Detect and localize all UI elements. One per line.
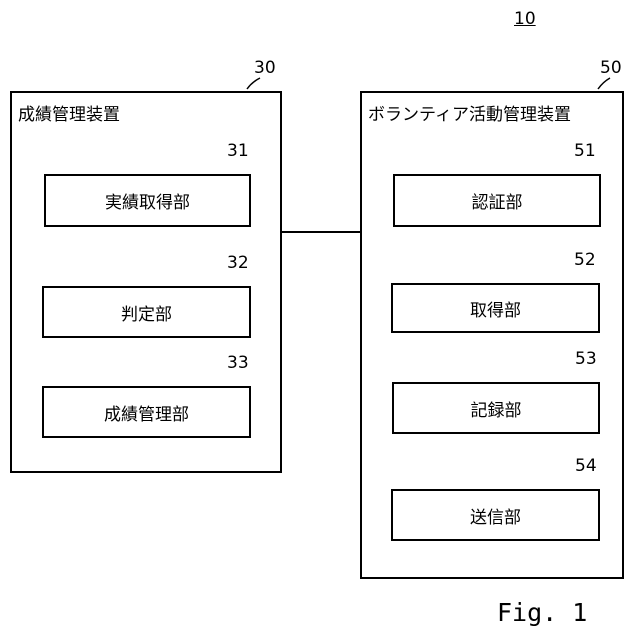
acquisition-unit-label: 取得部	[470, 296, 521, 321]
authentication-unit-box: 認証部	[393, 174, 601, 227]
judgment-unit-box: 判定部	[42, 286, 251, 338]
volunteer-activity-management-device-title: ボランティア活動管理装置	[368, 100, 571, 125]
leader-50	[598, 78, 610, 89]
recording-unit-ref: 53	[575, 351, 597, 368]
grade-management-unit-ref: 33	[227, 355, 249, 372]
grade-management-unit-label: 成績管理部	[104, 400, 189, 425]
recording-unit-box: 記録部	[392, 382, 600, 434]
grade-management-device-title: 成績管理装置	[18, 100, 120, 125]
authentication-unit-ref: 51	[574, 143, 596, 160]
performance-acquisition-unit-ref: 31	[227, 143, 249, 160]
grade-management-unit-box: 成績管理部	[42, 386, 251, 438]
leader-30	[247, 78, 260, 89]
grade-management-device-ref: 30	[254, 60, 276, 77]
transmission-unit-box: 送信部	[391, 489, 600, 541]
judgment-unit-label: 判定部	[121, 300, 172, 325]
acquisition-unit-ref: 52	[574, 252, 596, 269]
transmission-unit-label: 送信部	[470, 503, 521, 528]
volunteer-activity-management-device-ref: 50	[600, 60, 622, 77]
performance-acquisition-unit-box: 実績取得部	[44, 174, 251, 227]
judgment-unit-ref: 32	[227, 255, 249, 272]
acquisition-unit-box: 取得部	[391, 283, 600, 333]
performance-acquisition-unit-label: 実績取得部	[105, 188, 190, 213]
authentication-unit-label: 認証部	[472, 188, 523, 213]
transmission-unit-ref: 54	[575, 458, 597, 475]
recording-unit-label: 記録部	[471, 396, 522, 421]
system-ref-label: 10	[514, 11, 536, 28]
figure-label: Fig. 1	[497, 600, 587, 625]
